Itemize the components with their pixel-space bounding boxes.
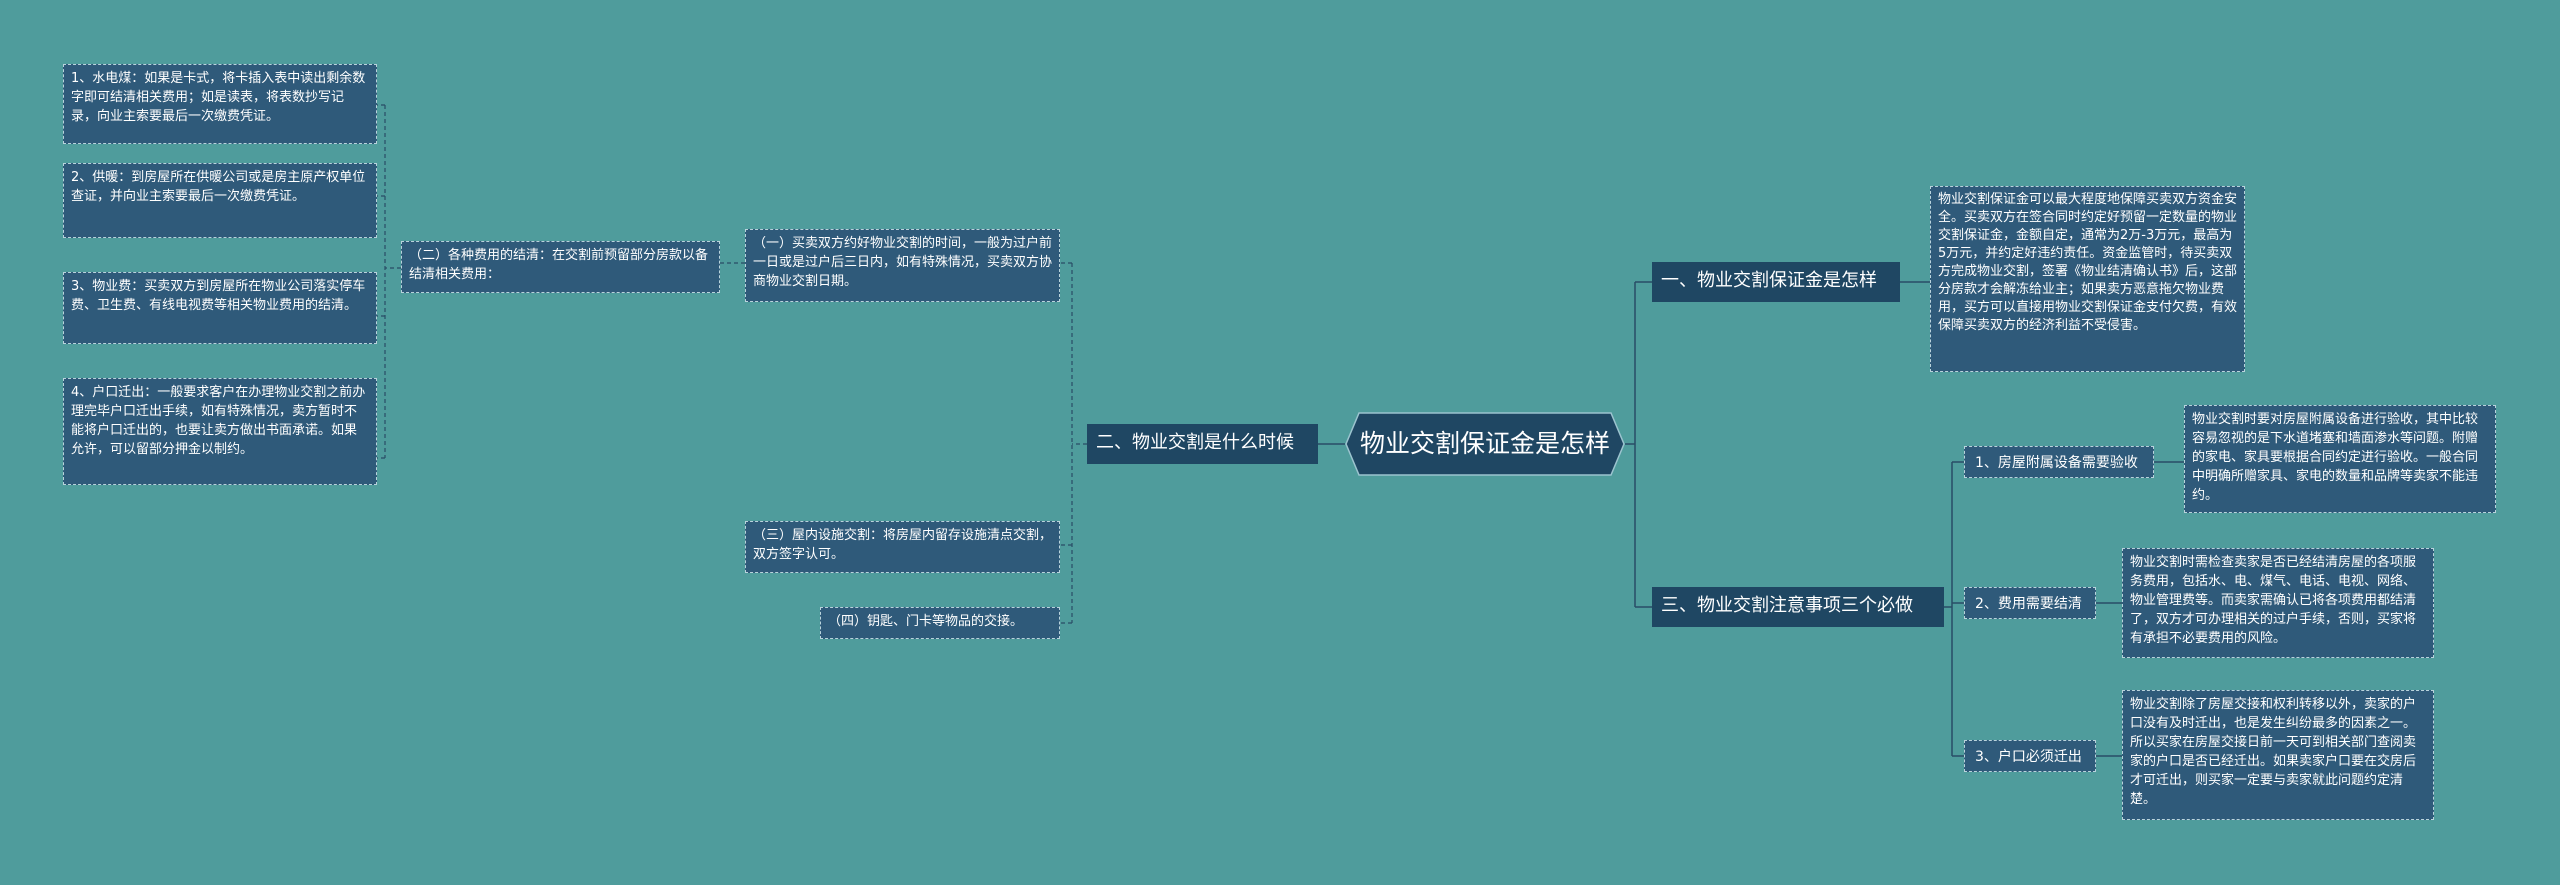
branch-1-detail[interactable]: 物业交割保证金可以最大程度地保障买卖双方资金安全。买卖双方在签合同时约定好预留一… — [1930, 186, 2245, 372]
branch-3-sub-2-label: 2、费用需要结清 — [1975, 596, 2082, 612]
branch-3-sub-2-detail-text: 物业交割时需检查卖家是否已经结清房屋的各项服务费用，包括水、电、煤气、电话、电视… — [2130, 555, 2417, 646]
branch-3-sub-1-detail-text: 物业交割时要对房屋附属设备进行验收，其中比较容易忽视的是下水道堵塞和墙面渗水等问… — [2192, 412, 2479, 503]
fee-item-2[interactable]: 2、供暖：到房屋所在供暖公司或是房主原产权单位查证，并向业主索要最后一次缴费凭证… — [63, 163, 377, 238]
branch-1-label: 一、物业交割保证金是怎样 — [1661, 270, 1877, 291]
branch-2-topic[interactable]: 二、物业交割是什么时候 — [1087, 424, 1318, 464]
fee-item-3-text: 3、物业费：买卖双方到房屋所在物业公司落实停车费、卫生费、有线电视费等相关物业费… — [71, 279, 366, 313]
branch-3-sub-1-detail[interactable]: 物业交割时要对房屋附属设备进行验收，其中比较容易忽视的是下水道堵塞和墙面渗水等问… — [2184, 405, 2496, 513]
fee-item-2-text: 2、供暖：到房屋所在供暖公司或是房主原产权单位查证，并向业主索要最后一次缴费凭证… — [71, 170, 366, 204]
branch-3-sub-3[interactable]: 3、户口必须迁出 — [1964, 740, 2096, 772]
branch-2-item-4[interactable]: （四）钥匙、门卡等物品的交接。 — [820, 607, 1060, 639]
branch-3-sub-2[interactable]: 2、费用需要结清 — [1964, 587, 2096, 619]
branch-2-item-1-text: （一）买卖双方约好物业交割的时间，一般为过户前一日或是过户后三日内，如有特殊情况… — [753, 236, 1053, 289]
branch-3-sub-1[interactable]: 1、房屋附属设备需要验收 — [1964, 446, 2154, 478]
branch-1-topic[interactable]: 一、物业交割保证金是怎样 — [1652, 262, 1900, 302]
branch-2-item-2[interactable]: （二）各种费用的结清：在交割前预留部分房款以备结清相关费用： — [401, 241, 720, 293]
branch-3-sub-3-label: 3、户口必须迁出 — [1975, 749, 2082, 765]
branch-2-item-4-text: （四）钥匙、门卡等物品的交接。 — [828, 614, 1024, 629]
branch-3-sub-3-detail-text: 物业交割除了房屋交接和权利转移以外，卖家的户口没有及时迁出，也是发生纠纷最多的因… — [2130, 697, 2417, 807]
branch-3-sub-1-label: 1、房屋附属设备需要验收 — [1975, 455, 2138, 471]
root-topic[interactable]: 物业交割保证金是怎样 — [1345, 412, 1625, 476]
fee-item-3[interactable]: 3、物业费：买卖双方到房屋所在物业公司落实停车费、卫生费、有线电视费等相关物业费… — [63, 272, 377, 344]
root-topic-label: 物业交割保证金是怎样 — [1359, 429, 1610, 458]
branch-3-sub-2-detail[interactable]: 物业交割时需检查卖家是否已经结清房屋的各项服务费用，包括水、电、煤气、电话、电视… — [2122, 548, 2434, 658]
branch-3-topic[interactable]: 三、物业交割注意事项三个必做 — [1652, 587, 1944, 627]
branch-1-detail-text: 物业交割保证金可以最大程度地保障买卖双方资金安全。买卖双方在签合同时约定好预留一… — [1938, 192, 2238, 333]
fee-item-1[interactable]: 1、水电煤：如果是卡式，将卡插入表中读出剩余数字即可结清相关费用；如是读表，将表… — [63, 64, 377, 144]
fee-item-4[interactable]: 4、户口迁出：一般要求客户在办理物业交割之前办理完毕户口迁出手续，如有特殊情况，… — [63, 378, 377, 485]
branch-2-label: 二、物业交割是什么时候 — [1096, 432, 1294, 453]
branch-3-sub-3-detail[interactable]: 物业交割除了房屋交接和权利转移以外，卖家的户口没有及时迁出，也是发生纠纷最多的因… — [2122, 690, 2434, 820]
branch-2-item-2-text: （二）各种费用的结清：在交割前预留部分房款以备结清相关费用： — [409, 248, 709, 282]
branch-2-item-1[interactable]: （一）买卖双方约好物业交割的时间，一般为过户前一日或是过户后三日内，如有特殊情况… — [745, 229, 1060, 302]
branch-2-item-3[interactable]: （三）屋内设施交割：将房屋内留存设施清点交割，双方签字认可。 — [745, 521, 1060, 573]
branch-2-item-3-text: （三）屋内设施交割：将房屋内留存设施清点交割，双方签字认可。 — [753, 528, 1053, 562]
fee-item-1-text: 1、水电煤：如果是卡式，将卡插入表中读出剩余数字即可结清相关费用；如是读表，将表… — [71, 71, 366, 124]
fee-item-4-text: 4、户口迁出：一般要求客户在办理物业交割之前办理完毕户口迁出手续，如有特殊情况，… — [71, 385, 366, 457]
branch-3-label: 三、物业交割注意事项三个必做 — [1661, 595, 1913, 616]
root-hexagon-shape — [1345, 412, 1625, 476]
